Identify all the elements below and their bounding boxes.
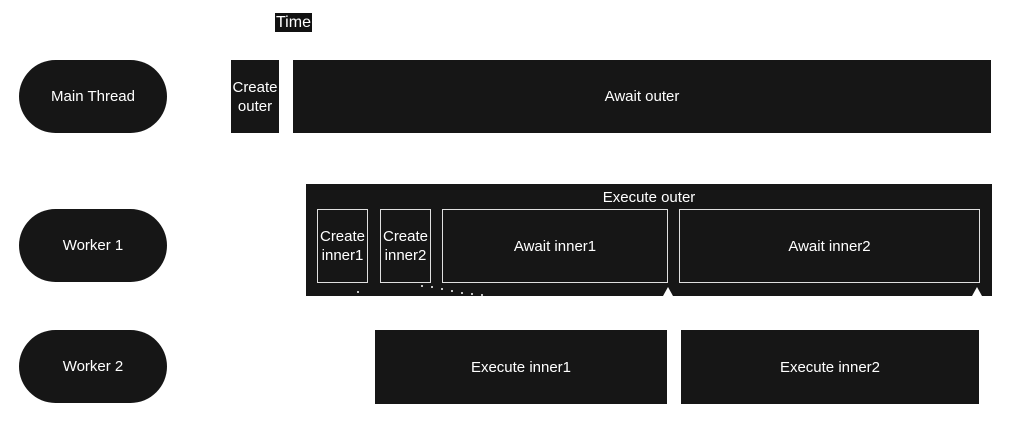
- lane-main-thread: Main Thread: [19, 60, 167, 133]
- dot-marker: [431, 286, 433, 288]
- create-outer-label: Create outer: [232, 78, 278, 115]
- create-inner2-block: Create inner2: [380, 209, 431, 283]
- execute-inner2-block: Execute inner2: [681, 330, 979, 404]
- lane-worker-1: Worker 1: [19, 209, 167, 282]
- lane-worker-2-label: Worker 2: [62, 358, 124, 375]
- create-inner1-block: Create inner1: [317, 209, 368, 283]
- create-outer-block: Create outer: [231, 60, 279, 133]
- await-outer-block: Await outer: [293, 60, 991, 133]
- notch-marker: [663, 287, 673, 296]
- await-inner2-block: Await inner2: [679, 209, 980, 283]
- execute-inner1-label: Execute inner1: [470, 358, 572, 376]
- await-inner1-label: Await inner1: [513, 237, 597, 255]
- dot-marker: [421, 285, 423, 287]
- await-inner2-label: Await inner2: [788, 237, 871, 255]
- time-label: Time: [275, 13, 312, 32]
- dot-marker: [357, 291, 359, 293]
- lane-worker-1-label: Worker 1: [62, 237, 124, 254]
- execute-inner1-block: Execute inner1: [375, 330, 667, 404]
- create-inner2-label: Create inner2: [382, 228, 429, 264]
- lane-main-thread-label: Main Thread: [51, 88, 135, 105]
- dot-marker: [451, 290, 453, 292]
- lane-worker-2: Worker 2: [19, 330, 167, 403]
- dot-marker: [441, 288, 443, 290]
- await-outer-label: Await outer: [604, 88, 680, 105]
- execute-outer-label: Execute outer: [602, 189, 696, 206]
- dot-marker: [481, 294, 483, 296]
- execute-inner2-label: Execute inner2: [779, 358, 881, 376]
- create-inner1-label: Create inner1: [319, 228, 366, 264]
- notch-marker: [972, 287, 982, 296]
- dot-marker: [471, 293, 473, 295]
- await-inner1-block: Await inner1: [442, 209, 668, 283]
- dot-marker: [461, 292, 463, 294]
